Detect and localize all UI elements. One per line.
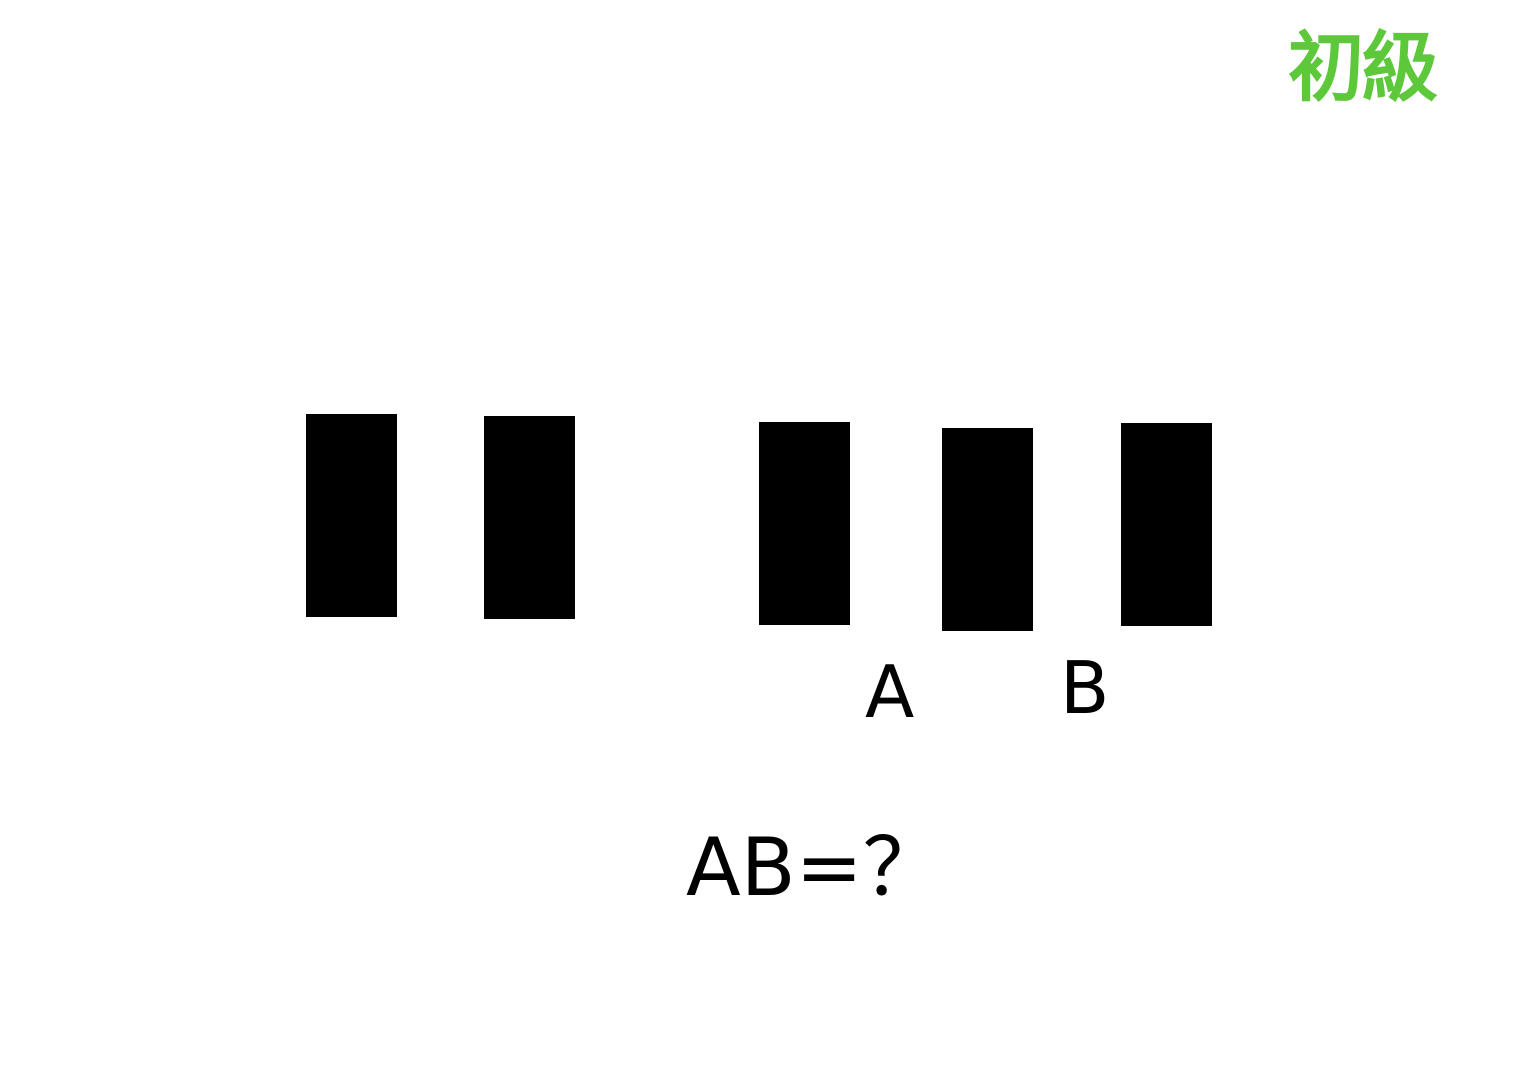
bar-4 bbox=[942, 428, 1033, 631]
bar-3 bbox=[759, 422, 850, 625]
label-b: B bbox=[1060, 646, 1110, 730]
label-a: A bbox=[865, 650, 915, 734]
bar-1 bbox=[306, 414, 397, 617]
bar-group bbox=[306, 414, 1212, 631]
question-text: AB=？ bbox=[686, 821, 943, 914]
bar-5 bbox=[1121, 423, 1212, 626]
difficulty-level-label: 初級 bbox=[1288, 23, 1438, 112]
bar-2 bbox=[484, 416, 575, 619]
